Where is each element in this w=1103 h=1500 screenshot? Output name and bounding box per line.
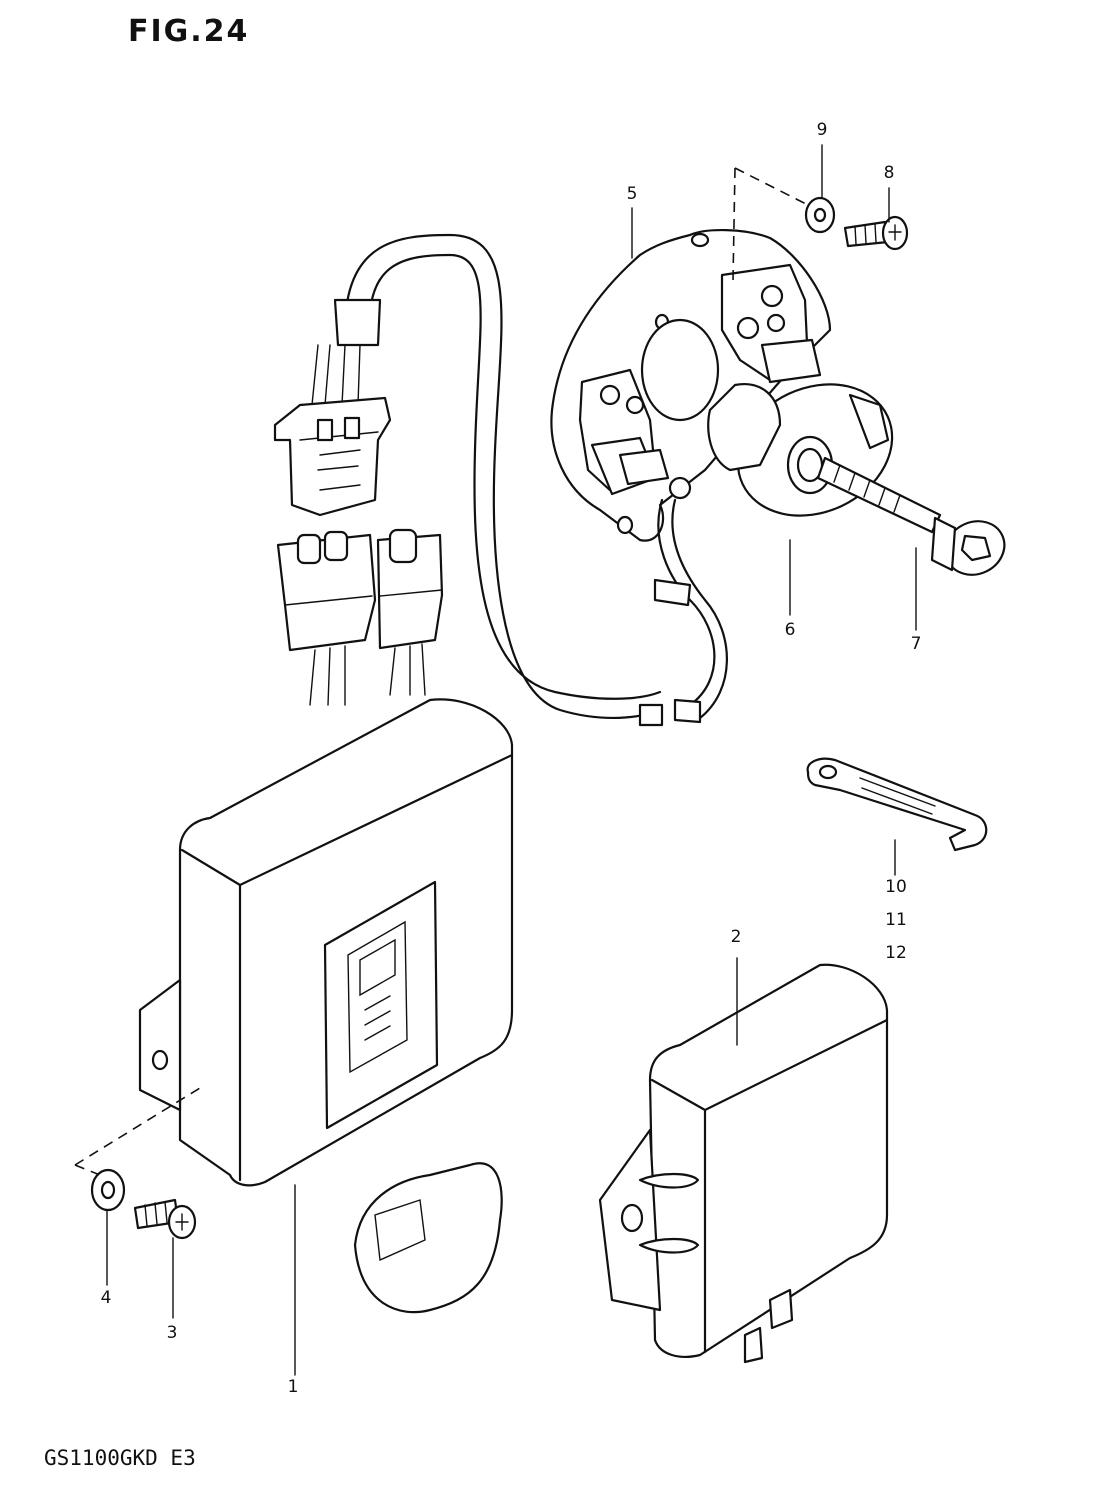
part-washer-bottom <box>90 1168 126 1212</box>
connector-upper <box>273 396 392 517</box>
callout-7: 7 <box>910 634 922 654</box>
assembly-line-bottom <box>74 1087 201 1176</box>
callout-12: 12 <box>885 943 907 963</box>
assembly-line-top <box>732 167 809 281</box>
connector-lower-right <box>376 528 444 696</box>
connector-lower-left <box>276 530 377 706</box>
wire-harness <box>311 233 728 727</box>
callout-5: 5 <box>626 184 638 204</box>
part-clamp <box>806 757 988 852</box>
part-pickup-plate <box>550 229 832 542</box>
callout-11: 11 <box>885 910 907 930</box>
model-code: GS1100GKD E3 <box>44 1446 196 1470</box>
part-washer-top <box>804 196 836 234</box>
part-signal-rotor <box>707 382 894 517</box>
callout-1: 1 <box>287 1377 299 1397</box>
part-igniter-secondary <box>598 963 889 1364</box>
callout-8: 8 <box>883 163 895 183</box>
part-screw-top <box>843 215 909 251</box>
callout-4: 4 <box>100 1288 112 1308</box>
callout-9: 9 <box>816 120 828 140</box>
part-screw-bottom <box>133 1198 197 1240</box>
callout-6: 6 <box>784 620 796 640</box>
callout-3: 3 <box>166 1323 178 1343</box>
part-igniter-main <box>138 698 514 1314</box>
figure-title: FIG.24 <box>128 14 250 49</box>
callout-2: 2 <box>730 927 742 947</box>
callout-10: 10 <box>885 877 907 897</box>
leader-lines <box>106 144 917 1376</box>
part-bolt <box>816 456 1006 576</box>
